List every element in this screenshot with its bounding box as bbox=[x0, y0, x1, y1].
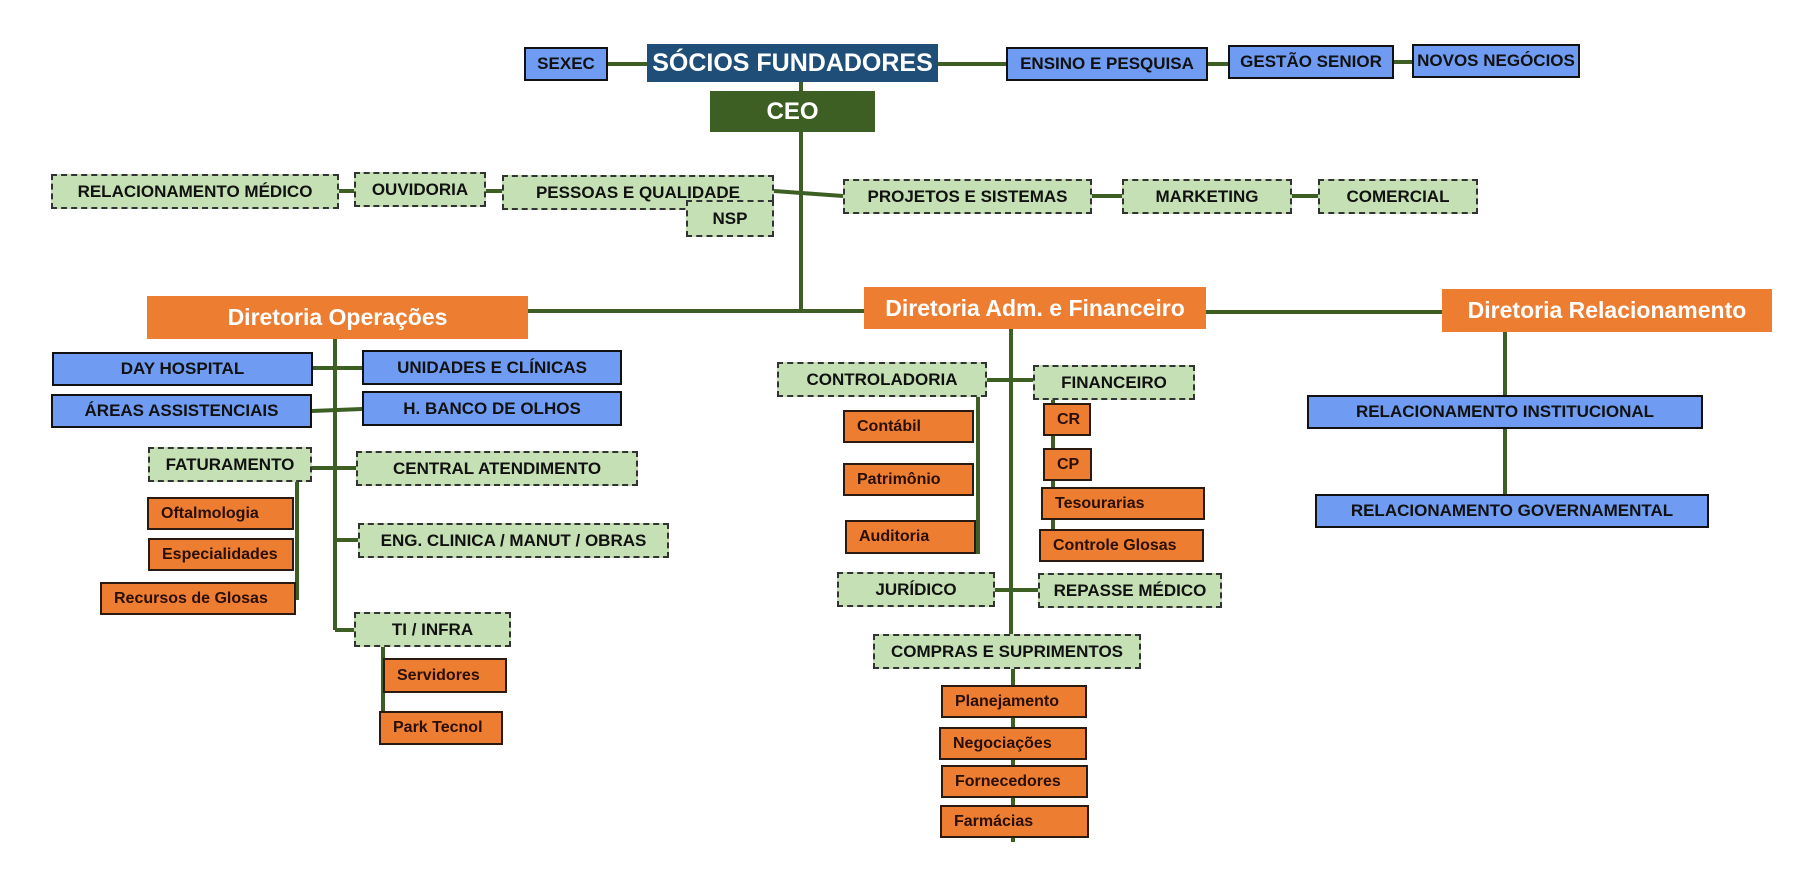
node-fornecedores: Fornecedores bbox=[941, 765, 1088, 798]
node-diretoria-relacionamento: Diretoria Relacionamento bbox=[1442, 289, 1772, 332]
node-tesourarias: Tesourarias bbox=[1041, 487, 1205, 520]
node-cp: CP bbox=[1043, 448, 1092, 481]
node-farmacias: Farmácias bbox=[940, 805, 1089, 838]
node-auditoria: Auditoria bbox=[845, 520, 976, 554]
node-banco-olhos: H. BANCO DE OLHOS bbox=[362, 391, 622, 426]
node-financeiro: FINANCEIRO bbox=[1033, 365, 1195, 400]
node-sexec: SEXEC bbox=[524, 47, 608, 81]
node-unidades-clinicas: UNIDADES E CLÍNICAS bbox=[362, 350, 622, 385]
node-park-tecnol: Park Tecnol bbox=[379, 711, 503, 745]
node-diretoria-adm-financeiro: Diretoria Adm. e Financeiro bbox=[864, 287, 1206, 329]
node-repasse-medico: REPASSE MÉDICO bbox=[1038, 573, 1222, 608]
node-ensino-pesquisa: ENSINO E PESQUISA bbox=[1006, 47, 1208, 81]
node-diretoria-operacoes: Diretoria Operações bbox=[147, 296, 528, 339]
node-faturamento: FATURAMENTO bbox=[148, 447, 312, 482]
node-cr: CR bbox=[1043, 403, 1091, 436]
node-areas-assistenciais: ÁREAS ASSISTENCIAIS bbox=[51, 394, 312, 428]
node-pessoas-qualidade: PESSOAS E QUALIDADE bbox=[502, 175, 774, 210]
node-relacionamento-governamental: RELACIONAMENTO GOVERNAMENTAL bbox=[1315, 494, 1709, 528]
node-socios-fundadores: SÓCIOS FUNDADORES bbox=[647, 44, 938, 82]
node-negociacoes: Negociações bbox=[939, 727, 1087, 760]
connector-line bbox=[311, 407, 363, 413]
node-novos-negocios: NOVOS NEGÓCIOS bbox=[1412, 44, 1580, 78]
node-marketing: MARKETING bbox=[1122, 179, 1292, 214]
node-eng-clinica: ENG. CLINICA / MANUT / OBRAS bbox=[358, 523, 669, 558]
node-projetos-sistemas: PROJETOS E SISTEMAS bbox=[843, 179, 1092, 214]
node-patrimonio: Patrimônio bbox=[843, 463, 974, 496]
node-relacionamento-medico: RELACIONAMENTO MÉDICO bbox=[51, 174, 339, 209]
node-controle-glosas: Controle Glosas bbox=[1039, 529, 1204, 562]
node-juridico: JURÍDICO bbox=[837, 572, 995, 607]
node-contabil: Contábil bbox=[843, 410, 974, 443]
node-controladoria: CONTROLADORIA bbox=[777, 362, 987, 397]
node-especialidades: Especialidades bbox=[148, 538, 294, 571]
node-oftalmologia: Oftalmologia bbox=[147, 497, 294, 530]
node-relacionamento-institucional: RELACIONAMENTO INSTITUCIONAL bbox=[1307, 395, 1703, 429]
node-day-hospital: DAY HOSPITAL bbox=[52, 352, 313, 386]
node-gestao-senior: GESTÃO SENIOR bbox=[1228, 45, 1394, 79]
node-comercial: COMERCIAL bbox=[1318, 179, 1478, 214]
node-servidores: Servidores bbox=[383, 658, 507, 693]
node-central-atendimento: CENTRAL ATENDIMENTO bbox=[356, 451, 638, 486]
node-ti-infra: TI / INFRA bbox=[354, 612, 511, 647]
connector-line bbox=[773, 189, 844, 198]
node-ceo: CEO bbox=[710, 91, 875, 132]
node-ouvidoria: OUVIDORIA bbox=[354, 172, 486, 207]
node-recursos-glosas: Recursos de Glosas bbox=[100, 582, 296, 615]
node-planejamento: Planejamento bbox=[941, 685, 1087, 718]
node-nsp: NSP bbox=[686, 200, 774, 237]
node-compras-suprimentos: COMPRAS E SUPRIMENTOS bbox=[873, 634, 1141, 669]
